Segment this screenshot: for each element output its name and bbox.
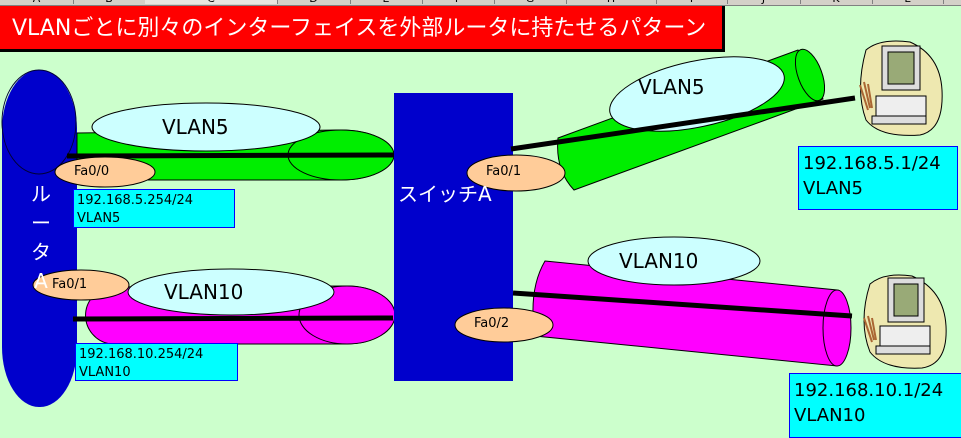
interface-fa0-1-switch-ellipse [466,154,566,192]
vlan5-tube-host-end [794,48,826,102]
host-vlan5-ip-box: 192.168.5.1/24 VLAN5 [798,146,958,210]
router-label-char: ル [31,182,51,206]
interface-fa0-2-ellipse [454,307,554,343]
vlan-name: VLAN5 [77,211,121,226]
vlan10-label: VLAN10 [164,280,244,304]
vlan5-cable-router [66,152,396,159]
column-header[interactable]: H [566,0,657,5]
column-header[interactable]: F [422,0,495,5]
router-shape[interactable] [2,70,77,407]
vlan5-host-label: VLAN5 [638,75,705,99]
vlan-name: VLAN10 [79,365,131,380]
column-header[interactable]: L [872,0,944,5]
vlan10-host-label: VLAN10 [619,249,699,273]
interface-fa0-0-ellipse [54,156,156,188]
pc-icon[interactable] [863,274,947,369]
column-header-bar: A B C D E F G H I J K L [0,0,961,6]
vlan5-cable-host [510,95,856,152]
column-header[interactable]: J [727,0,801,5]
router-vlan5-ip-box: 192.168.5.254/24 VLAN5 [73,189,235,228]
interface-fa0-1-router-ellipse [32,269,130,301]
vlan10-label-ellipse [127,268,335,316]
router-label: ル ー タ A [30,180,52,296]
column-header[interactable]: I [656,0,728,5]
ip-address: 192.168.5.254/24 [77,193,194,208]
interface-fa0-1-router-label: Fa0/1 [52,277,88,292]
ip-address: 192.168.10.1/24 [794,380,944,401]
host-vlan10-ip-box: 192.168.10.1/24 VLAN10 [789,373,961,438]
router-top-outline [1,69,77,175]
vlan5-label-ellipse [91,102,321,152]
pc-icon[interactable] [859,40,943,136]
column-header[interactable]: C [145,0,278,5]
vlan10-host-label-ellipse [587,236,761,286]
interface-fa0-2-label: Fa0/2 [474,316,510,331]
vlan-name: VLAN10 [794,405,866,426]
vlan-name: VLAN5 [803,178,863,199]
interface-fa0-1-switch-label: Fa0/1 [486,164,522,179]
column-header[interactable]: E [350,0,423,5]
vlan5-label: VLAN5 [162,115,229,139]
interface-fa0-0-label: Fa0/0 [74,164,110,179]
switch-label: スイッチA [398,182,492,206]
ip-address: 192.168.5.1/24 [803,153,941,174]
vlan10-cable-router [72,315,394,322]
column-header[interactable]: D [277,0,351,5]
ip-address: 192.168.10.254/24 [79,347,204,362]
column-header[interactable]: K [800,0,873,5]
column-header[interactable]: A [0,0,74,5]
vlan10-tube-host-end [822,289,852,367]
router-vlan10-ip-box: 192.168.10.254/24 VLAN10 [75,343,238,381]
column-header[interactable]: G [494,0,567,5]
router-label-char: タ [31,240,51,264]
vlan10-tube-host [532,260,838,367]
vlan10-cable-host [512,290,853,319]
router-label-char: A [34,269,48,293]
router-label-char: ー [31,211,51,235]
diagram-title: VLANごとに別々のインターフェイスを外部ルータに持たせるパターン [0,6,725,52]
